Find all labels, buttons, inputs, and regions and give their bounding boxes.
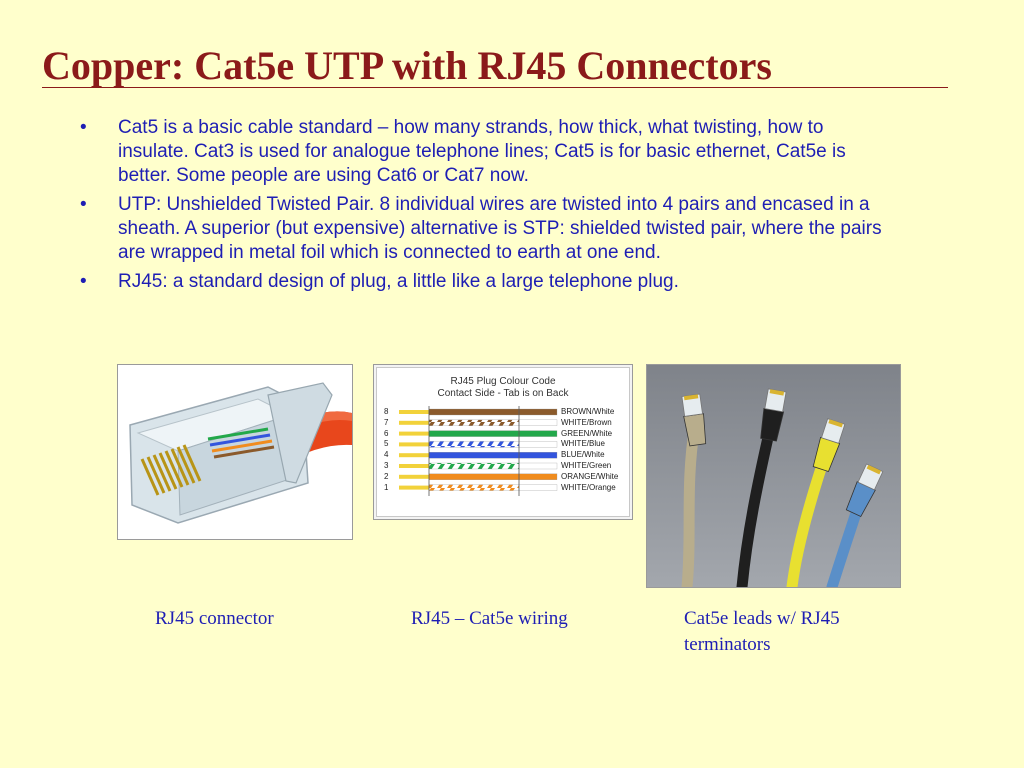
wire-end-pin-8 — [518, 408, 558, 416]
wire-end-pin-2 — [518, 473, 558, 480]
wire-pin-7 — [428, 419, 520, 426]
cable-lead — [681, 419, 701, 587]
wire-color-label: WHITE/Green — [561, 461, 612, 470]
gold-contacts — [140, 444, 202, 496]
caption-cat5e-leads: Cat5e leads w/ RJ45 terminators — [684, 608, 840, 655]
wire-pin-4 — [428, 452, 520, 459]
wire-end-pin-7 — [518, 419, 558, 426]
pin-number: 1 — [384, 482, 389, 492]
pin-number: 5 — [384, 439, 389, 449]
wire-color-label: ORANGE/White — [561, 471, 619, 481]
wiring-chart: RJ45 Plug Colour Code Contact Side - Tab… — [376, 367, 630, 517]
bullet-list: • Cat5 is a basic cable standard – how ma… — [0, 116, 1024, 299]
bullet-item: • Cat5 is a basic cable standard – how ma… — [0, 116, 898, 188]
pin-number: 8 — [384, 407, 389, 416]
rj45-boot — [760, 388, 787, 442]
wire-pin-6 — [428, 430, 520, 437]
wire-color-label: BLUE/White — [561, 450, 605, 460]
slide-title: Copper: Cat5e UTP with RJ45 Connectors — [42, 43, 772, 88]
wire-end-pin-4 — [518, 452, 558, 459]
rj45-boot — [681, 393, 707, 447]
wire-end-pin-6 — [518, 430, 558, 437]
bullet-marker: • — [80, 271, 87, 292]
contact-pin-3 — [399, 464, 429, 468]
wire-color-label: WHITE/Blue — [561, 439, 606, 449]
wire-pin-2 — [428, 473, 520, 480]
contact-pin-4 — [399, 453, 429, 458]
wire-pin-5 — [428, 441, 520, 448]
bullet-marker: • — [80, 194, 87, 215]
wire-color-label: WHITE/Brown — [561, 417, 612, 427]
pin-number: 4 — [384, 450, 389, 460]
rj45-connector-illustration — [118, 365, 352, 539]
rj45-connector-photo — [117, 364, 353, 540]
bullet-marker: • — [80, 117, 87, 138]
cat5e-leads-photo — [646, 364, 901, 588]
wire-end-pin-3 — [518, 462, 558, 470]
pin-number: 2 — [384, 471, 389, 481]
pin-number: 7 — [384, 417, 389, 427]
contact-pin-6 — [399, 431, 429, 436]
contact-pin-5 — [399, 442, 429, 447]
cat5e-leads-illustration — [647, 365, 900, 587]
bullet-text: Cat5 is a basic cable standard – how man… — [118, 117, 846, 186]
bullet-item: • UTP: Unshielded Twisted Pair. 8 individ… — [0, 193, 898, 265]
pin-number: 6 — [384, 428, 389, 438]
rj45-boot — [845, 463, 884, 518]
wire-pin-8 — [428, 408, 520, 416]
contact-pin-7 — [399, 420, 429, 425]
contact-pin-2 — [399, 474, 429, 479]
contact-pin-1 — [399, 485, 429, 490]
bullet-text: RJ45: a standard design of plug, a littl… — [118, 271, 679, 292]
title-underline — [42, 87, 948, 88]
rj45-boot — [812, 418, 846, 472]
wire-color-label: GREEN/White — [561, 428, 613, 438]
wire-end-pin-5 — [518, 441, 558, 448]
cable-lead — [736, 414, 778, 587]
wiring-chart-title: RJ45 Plug Colour Code — [450, 376, 556, 387]
wire-pin-3 — [428, 462, 520, 470]
pin-number: 3 — [384, 461, 389, 470]
caption-rj45-connector: RJ45 connector — [155, 608, 274, 629]
wiring-chart-graphic — [399, 406, 558, 496]
wire-color-label: BROWN/White — [561, 407, 615, 416]
bullet-text: UTP: Unshielded Twisted Pair. 8 individu… — [118, 194, 882, 263]
caption-rj45-wiring: RJ45 – Cat5e wiring — [411, 608, 568, 629]
contact-pin-8 — [399, 410, 429, 414]
wiring-chart-subtitle: Contact Side - Tab is on Back — [437, 388, 569, 399]
wire-color-label: WHITE/Orange — [561, 482, 616, 492]
rj45-wiring-diagram: RJ45 Plug Colour Code Contact Side - Tab… — [373, 364, 633, 520]
wire-pin-1 — [428, 484, 520, 491]
bullet-item: • RJ45: a standard design of plug, a litt… — [0, 270, 898, 294]
wire-end-pin-1 — [518, 484, 558, 491]
